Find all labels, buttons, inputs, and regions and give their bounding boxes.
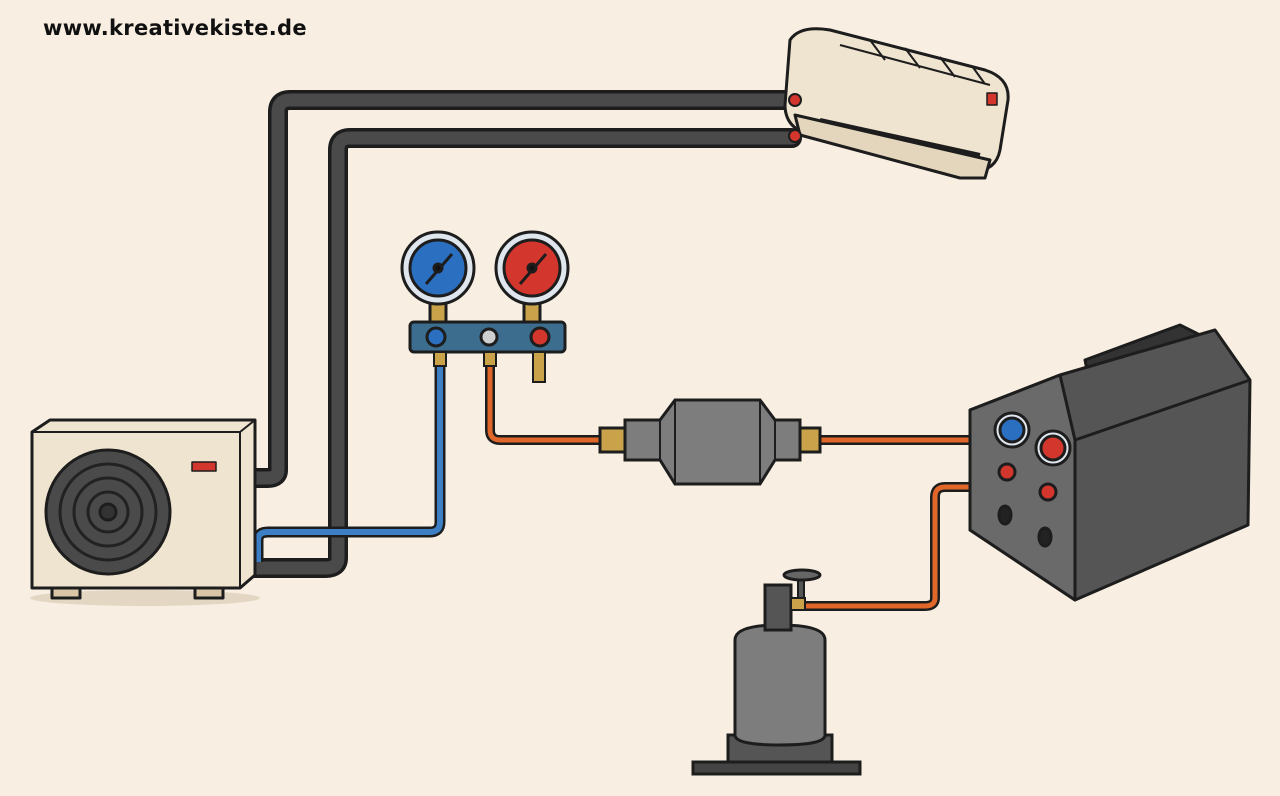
machine-to-cylinder-hose [800,482,1000,611]
indoor-ac-unit [783,27,1010,180]
refrigerant-line-lower [240,128,802,578]
low-pressure-gauge [400,230,476,306]
filter-drier [598,398,822,486]
low-pressure-hose [252,360,446,562]
website-url: www.kreativekiste.de [43,16,307,40]
high-pressure-gauge [494,230,570,306]
outdoor-condenser-unit [30,418,260,606]
recovery-machine [968,323,1252,602]
recovery-cylinder [691,568,862,776]
manifold-to-filter-hose [485,365,605,445]
refrigerant-line-upper [240,90,802,488]
manifold-gauge-set [400,230,570,383]
